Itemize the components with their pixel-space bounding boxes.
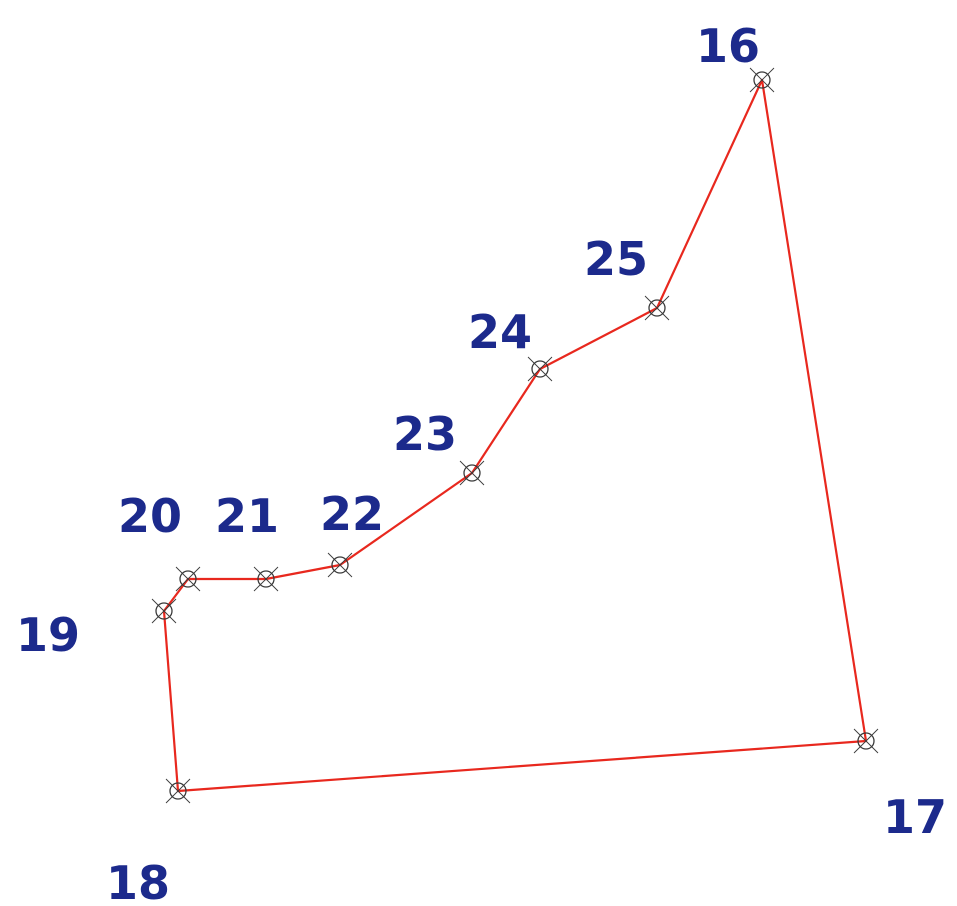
boundary-edge-17-18 [176,739,868,793]
point-label-22: 22 [320,487,384,541]
vertex-marker-icon-17 [853,728,879,754]
point-label-25: 25 [584,232,648,286]
boundary-edge-25-16 [655,78,764,310]
boundary-edge-18-19 [162,609,180,793]
point-label-18: 18 [106,856,170,906]
vertex-markers [151,67,879,804]
point-label-23: 23 [393,407,457,461]
boundary-edge-19-20 [162,577,190,613]
vertex-marker-icon-21 [253,566,279,592]
vertex-marker-icon-16 [749,67,775,93]
point-label-20: 20 [118,489,182,543]
boundary-edge-16-17 [760,78,868,743]
vertex-marker-icon-25 [644,295,670,321]
boundary-edge-23-24 [470,367,542,475]
point-label-24: 24 [468,305,532,359]
point-label-19: 19 [16,608,80,662]
vertex-marker-icon-23 [459,460,485,486]
boundary-edge-24-25 [538,306,659,371]
boundary-edge-21-22 [264,563,342,581]
boundary-edge-22-23 [338,471,474,567]
point-label-21: 21 [215,489,279,543]
point-label-17: 17 [883,790,947,844]
vertex-marker-icon-24 [527,356,553,382]
vertex-marker-icon-19 [151,598,177,624]
point-label-16: 16 [696,19,760,73]
boundary-edges [162,78,868,793]
vertex-marker-icon-18 [165,778,191,804]
vertex-marker-icon-20 [175,566,201,592]
vertex-marker-icon-22 [327,552,353,578]
